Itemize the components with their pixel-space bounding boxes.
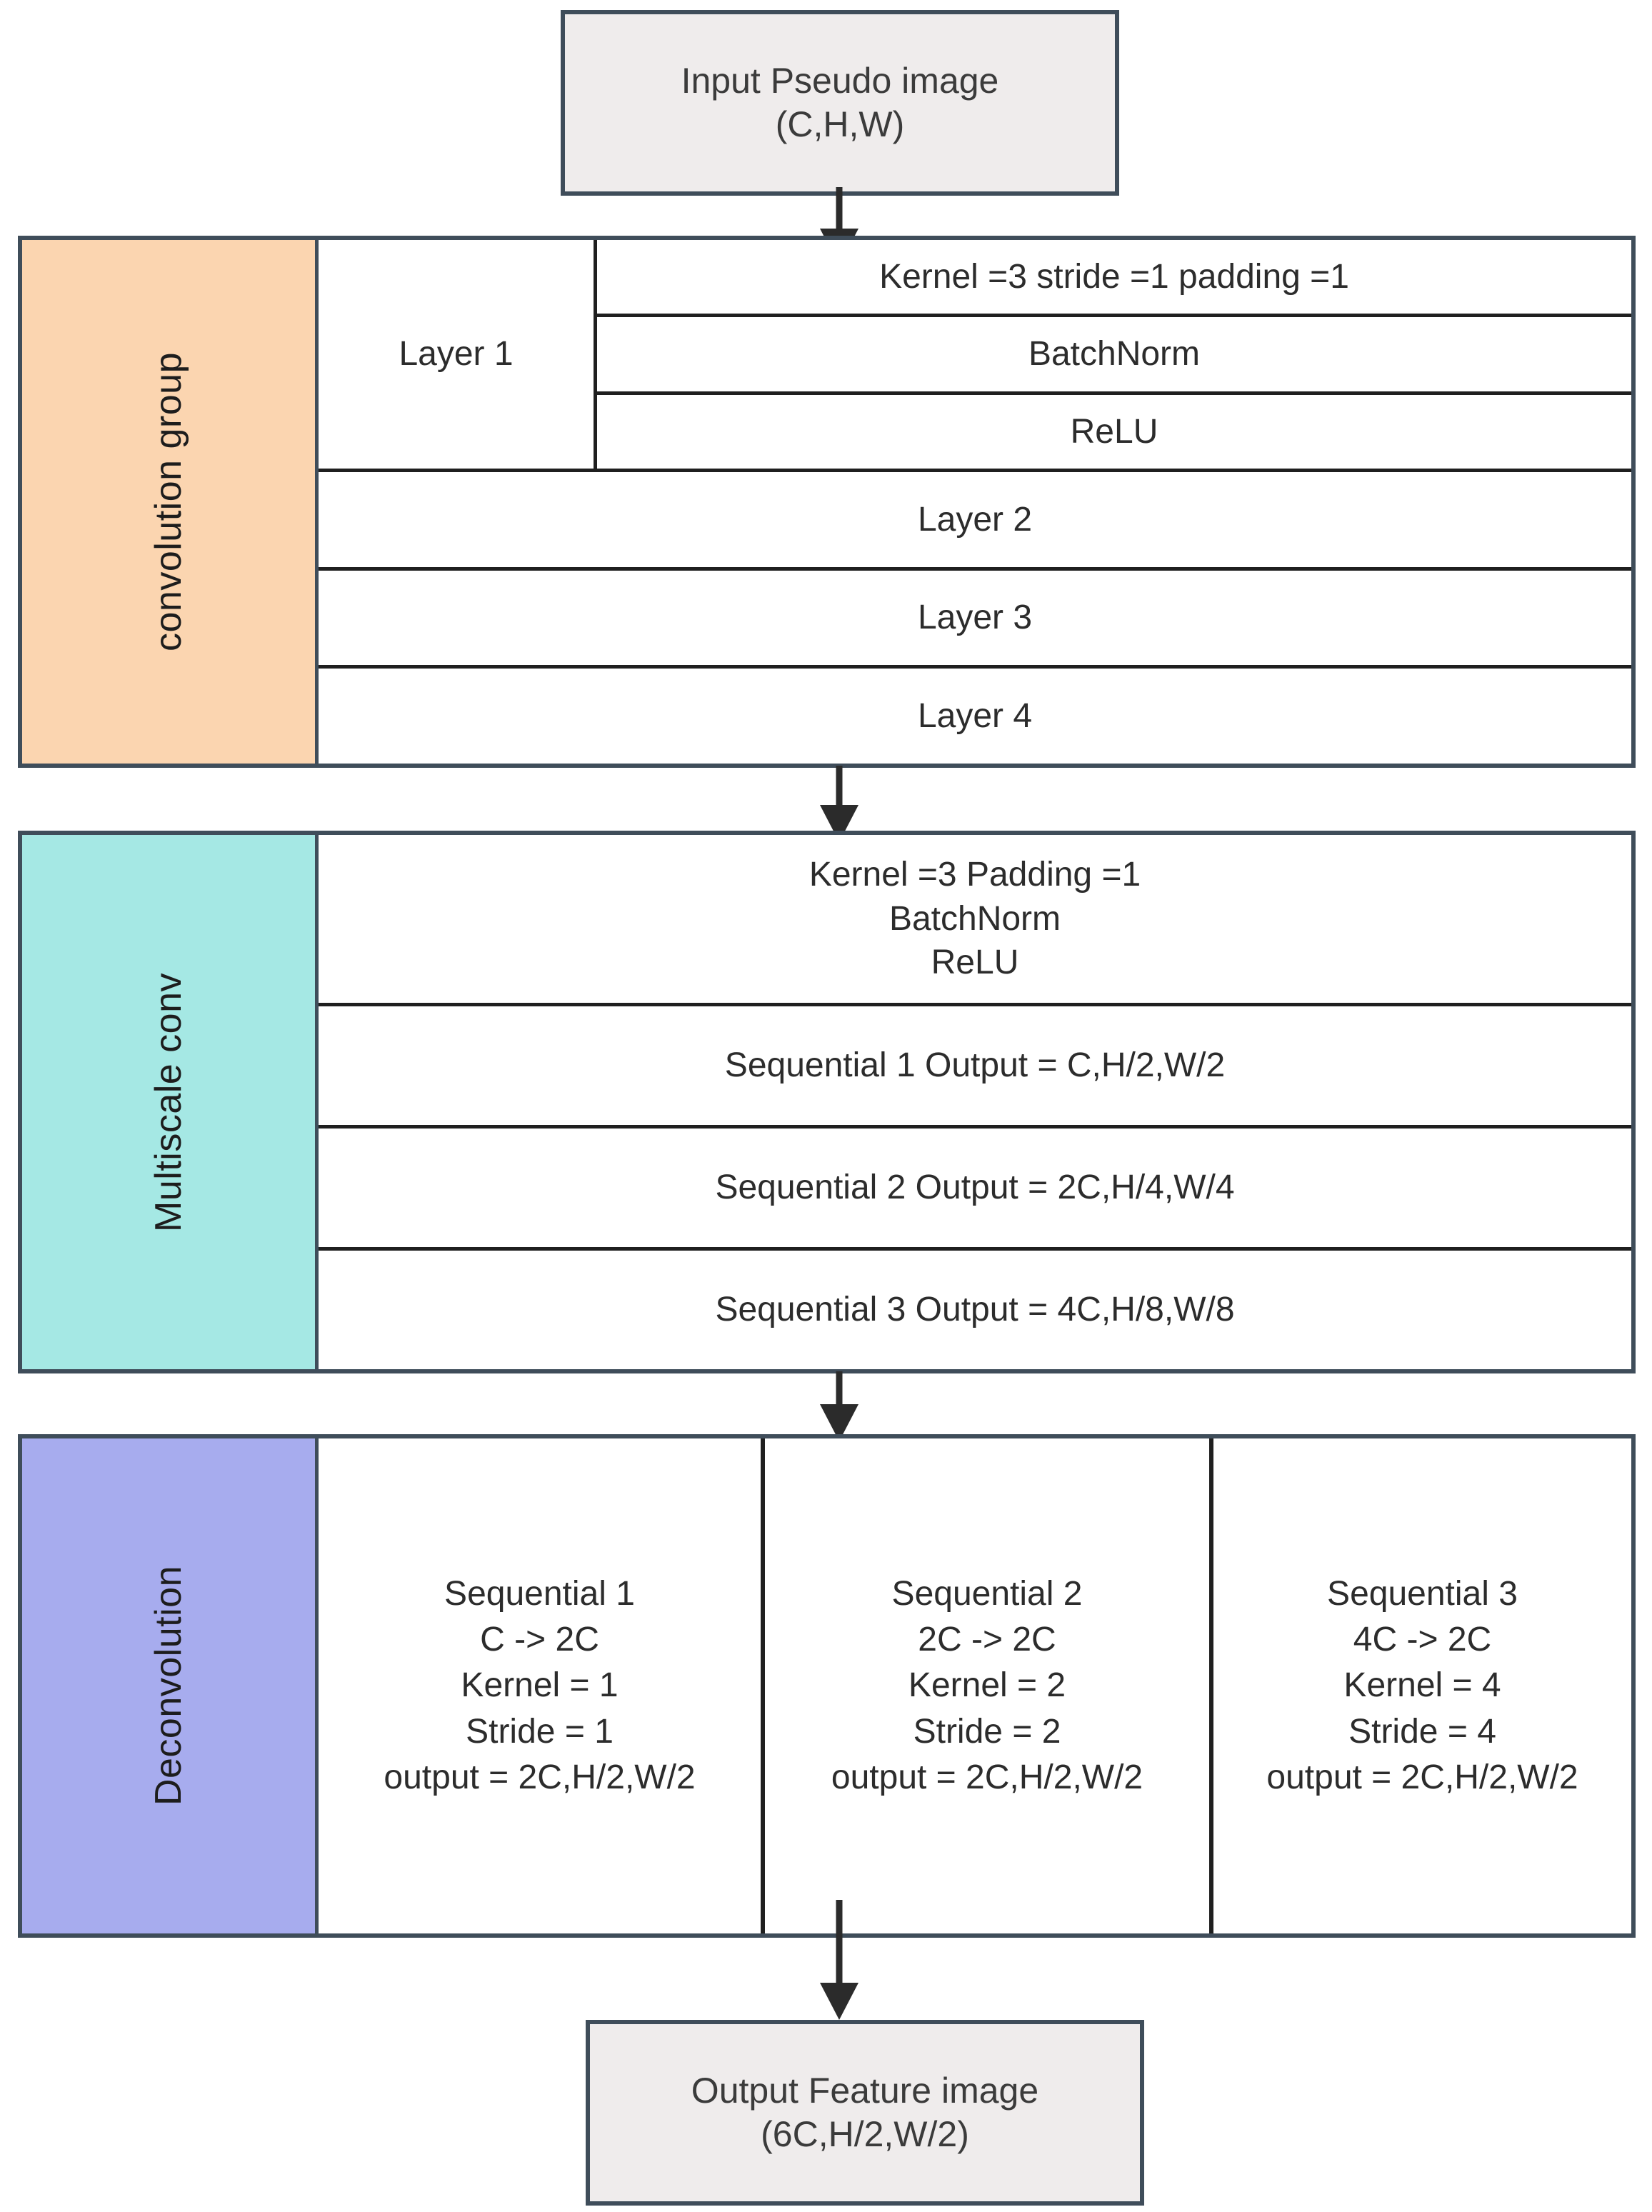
multiscale-relu-text: ReLU [931,944,1019,982]
input-pseudo-image-box: Input Pseudo image (C,H,W) [561,10,1119,196]
convolution-group-rows: Layer 1 Kernel =3 stride =1 padding =1 B… [319,240,1631,764]
deconv-3-stride: Stride = 4 [1348,1712,1496,1751]
layer-4-row: Layer 4 [319,669,1631,764]
arrow-shaft [836,1371,843,1407]
multiscale-header-text: Kernel =3 Padding =1 BatchNorm ReLU [809,853,1141,984]
multiscale-conv-label-panel: Multiscale conv [22,835,319,1369]
deconvolution-label: Deconvolution [148,1566,189,1806]
multiscale-sequential-3-row: Sequential 3 Output = 4C,H/8,W/8 [319,1251,1631,1369]
arrow-head [820,1983,858,2020]
arrow-deconvolution-to-output [818,1900,861,2025]
input-box-line-1: Input Pseudo image [681,61,999,101]
deconvolution-column-sequential-2: Sequential 2 2C -> 2C Kernel = 2 Stride … [765,1438,1213,1933]
deconv-3-output: output = 2C,H/2,W/2 [1266,1758,1578,1796]
multiscale-sequential-2-text: Sequential 2 Output = 2C,H/4,W/4 [715,1168,1235,1207]
deconvolution-column-sequential-1: Sequential 1 C -> 2C Kernel = 1 Stride =… [319,1438,765,1933]
multiscale-sequential-2-row: Sequential 2 Output = 2C,H/4,W/4 [319,1128,1631,1251]
layer-1-subrow-kernel: Kernel =3 stride =1 padding =1 [597,240,1631,318]
deconv-2-stride: Stride = 2 [913,1712,1061,1751]
layer-1-label: Layer 1 [399,335,514,374]
convolution-group-label: convolution group [148,351,189,651]
layer-1-batchnorm-text: BatchNorm [1028,335,1201,374]
layer-4-label: Layer 4 [917,696,1033,735]
layer-2-row: Layer 2 [319,472,1631,571]
deconvolution-column-sequential-3: Sequential 3 4C -> 2C Kernel = 4 Stride … [1213,1438,1631,1933]
deconv-1-stride: Stride = 1 [466,1712,614,1751]
output-box-line-2: (6C,H/2,W/2) [761,2114,969,2154]
layer-1-composite-row: Layer 1 Kernel =3 stride =1 padding =1 B… [319,240,1631,472]
deconv-2-title: Sequential 2 [891,1574,1083,1613]
multiscale-batchnorm-text: BatchNorm [888,899,1061,938]
arrow-shaft [836,766,843,807]
layer-1-relu-text: ReLU [1070,412,1158,451]
multiscale-conv-label: Multiscale conv [148,972,189,1232]
deconvolution-block: Deconvolution Sequential 1 C -> 2C Kerne… [18,1434,1636,1938]
deconv-3-kernel: Kernel = 4 [1343,1666,1501,1705]
deconv-2-output: output = 2C,H/2,W/2 [831,1758,1143,1796]
deconv-2-kernel: Kernel = 2 [908,1666,1066,1705]
deconv-1-mapping: C -> 2C [480,1621,599,1659]
multiscale-conv-rows: Kernel =3 Padding =1 BatchNorm ReLU Sequ… [319,835,1631,1369]
deconv-1-output: output = 2C,H/2,W/2 [384,1758,696,1796]
deconvolution-columns: Sequential 1 C -> 2C Kernel = 1 Stride =… [319,1438,1631,1933]
deconv-3-mapping: 4C -> 2C [1353,1621,1492,1659]
deconvolution-column-3-text: Sequential 3 4C -> 2C Kernel = 4 Stride … [1266,1571,1578,1801]
output-feature-image-box: Output Feature image (6C,H/2,W/2) [586,2020,1144,2206]
arrow-shaft [836,187,843,231]
multiscale-sequential-3-text: Sequential 3 Output = 4C,H/8,W/8 [715,1291,1235,1329]
multiscale-conv-block: Multiscale conv Kernel =3 Padding =1 Bat… [18,831,1636,1373]
deconv-3-title: Sequential 3 [1327,1574,1518,1613]
deconvolution-label-panel: Deconvolution [22,1438,319,1933]
input-box-line-2: (C,H,W) [775,104,905,144]
layer-1-name-cell: Layer 1 [319,240,597,469]
multiscale-sequential-1-text: Sequential 1 Output = C,H/2,W/2 [724,1046,1226,1085]
convolution-group-block: convolution group Layer 1 Kernel =3 stri… [18,236,1636,768]
deconvolution-column-2-text: Sequential 2 2C -> 2C Kernel = 2 Stride … [831,1571,1143,1801]
output-box-line-1: Output Feature image [691,2071,1039,2111]
convolution-group-label-panel: convolution group [22,240,319,764]
deconv-1-kernel: Kernel = 1 [461,1666,619,1705]
multiscale-sequential-1-row: Sequential 1 Output = C,H/2,W/2 [319,1006,1631,1128]
deconv-1-title: Sequential 1 [444,1574,635,1613]
layer-1-kernel-text: Kernel =3 stride =1 padding =1 [879,257,1349,296]
multiscale-kernel-text: Kernel =3 Padding =1 [809,856,1141,894]
deconvolution-column-1-text: Sequential 1 C -> 2C Kernel = 1 Stride =… [384,1571,695,1801]
layer-2-label: Layer 2 [917,500,1033,539]
layer-1-subrows: Kernel =3 stride =1 padding =1 BatchNorm… [597,240,1631,469]
layer-3-label: Layer 3 [917,599,1033,637]
arrow-shaft [836,1900,843,1986]
layer-1-subrow-batchnorm: BatchNorm [597,317,1631,395]
multiscale-header-row: Kernel =3 Padding =1 BatchNorm ReLU [319,835,1631,1006]
layer-3-row: Layer 3 [319,571,1631,669]
deconv-2-mapping: 2C -> 2C [918,1621,1056,1659]
layer-1-subrow-relu: ReLU [597,395,1631,469]
